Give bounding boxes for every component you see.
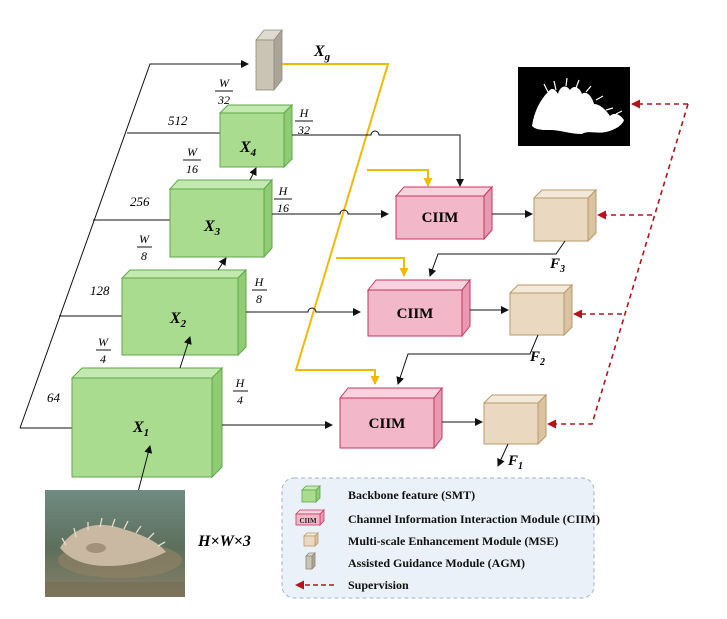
backbone-block-x3 bbox=[168, 178, 274, 259]
ground-truth-mask bbox=[518, 67, 630, 146]
width-fraction-x1: W 4 bbox=[96, 335, 111, 366]
legend-supervision-label: Supervision bbox=[348, 578, 409, 592]
channels-label-x1: 64 bbox=[47, 390, 61, 405]
size-fraction-x2: H 8 bbox=[252, 275, 267, 306]
skip-connection-lines bbox=[19, 60, 249, 429]
svg-text:8: 8 bbox=[256, 292, 262, 306]
legend-agm-icon bbox=[305, 552, 316, 570]
svg-text:32: 32 bbox=[297, 123, 310, 137]
width-fraction-x2: W 8 bbox=[137, 232, 152, 263]
legend-backbone-icon bbox=[301, 485, 321, 503]
size-fraction-x4: H 32 bbox=[295, 106, 313, 137]
backbone-block-x1 bbox=[70, 366, 224, 479]
svg-text:W: W bbox=[98, 335, 109, 349]
guidance-feature-label: Xg bbox=[313, 43, 331, 63]
legend: Backbone feature (SMT) CIIM Channel Info… bbox=[281, 477, 600, 599]
size-fraction-x1: H 4 bbox=[233, 376, 248, 407]
agm-block bbox=[255, 28, 283, 92]
svg-text:H: H bbox=[254, 275, 265, 289]
input-image bbox=[45, 490, 185, 597]
backbone-flow-arrows bbox=[137, 167, 257, 493]
channels-label-x4: 512 bbox=[168, 113, 188, 128]
svg-text:16: 16 bbox=[186, 162, 198, 176]
ciim-block-3 bbox=[394, 185, 494, 241]
ciim-label-3: CIIM bbox=[422, 210, 459, 226]
svg-text:4: 4 bbox=[100, 352, 106, 366]
svg-text:8: 8 bbox=[141, 249, 147, 263]
legend-ciim-icon: CIIM bbox=[295, 509, 325, 526]
width-fraction-x4: W 32 bbox=[215, 76, 233, 107]
ciim-to-mse-arrows bbox=[442, 210, 533, 426]
svg-text:H: H bbox=[299, 106, 310, 120]
output-label-f3: F3 bbox=[549, 256, 565, 275]
ciim-block-1 bbox=[338, 386, 444, 450]
svg-text:W: W bbox=[187, 145, 198, 159]
channels-label-x2: 128 bbox=[90, 283, 110, 298]
backbone-block-x4 bbox=[218, 103, 294, 169]
supervision-lines bbox=[547, 99, 689, 429]
svg-text:4: 4 bbox=[237, 393, 243, 407]
output-label-f1: F1 bbox=[507, 453, 523, 472]
feature-label-x3: X3 bbox=[203, 218, 221, 238]
input-size-label: H×W×3 bbox=[197, 533, 251, 550]
size-fraction-x3: H 16 bbox=[274, 184, 292, 215]
svg-text:W: W bbox=[139, 232, 150, 246]
legend-mse-icon bbox=[303, 532, 319, 547]
svg-text:32: 32 bbox=[217, 93, 230, 107]
feature-flow-lines bbox=[222, 130, 464, 429]
mse-block-2 bbox=[508, 283, 574, 337]
legend-ciim-label: Channel Information Interaction Module (… bbox=[348, 512, 600, 526]
ciim-label-1: CIIM bbox=[369, 416, 406, 432]
ciim-label-2: CIIM bbox=[397, 306, 434, 322]
legend-backbone-label: Backbone feature (SMT) bbox=[348, 488, 475, 502]
legend-agm-label: Assisted Guidance Module (AGM) bbox=[348, 556, 525, 570]
guidance-lines bbox=[282, 63, 433, 385]
svg-text:16: 16 bbox=[277, 201, 289, 215]
backbone-block-x2 bbox=[120, 268, 248, 357]
feature-label-x4: X4 bbox=[239, 139, 257, 159]
output-label-f2: F2 bbox=[529, 349, 545, 368]
svg-text:H: H bbox=[235, 376, 246, 390]
channels-label-x3: 256 bbox=[130, 194, 150, 209]
ciim-block-2 bbox=[366, 278, 472, 338]
svg-text:CIIM: CIIM bbox=[299, 517, 317, 525]
mse-block-1 bbox=[482, 393, 548, 446]
feature-label-x2: X2 bbox=[169, 310, 187, 330]
decoder-flow-arrows bbox=[396, 240, 566, 467]
feature-label-x1: X1 bbox=[132, 419, 149, 439]
svg-text:H: H bbox=[278, 184, 289, 198]
width-fraction-x3: W 16 bbox=[183, 145, 201, 176]
legend-mse-label: Multi-scale Enhancement Module (MSE) bbox=[348, 534, 558, 548]
svg-text:W: W bbox=[219, 76, 230, 90]
mse-block-3 bbox=[532, 188, 598, 243]
